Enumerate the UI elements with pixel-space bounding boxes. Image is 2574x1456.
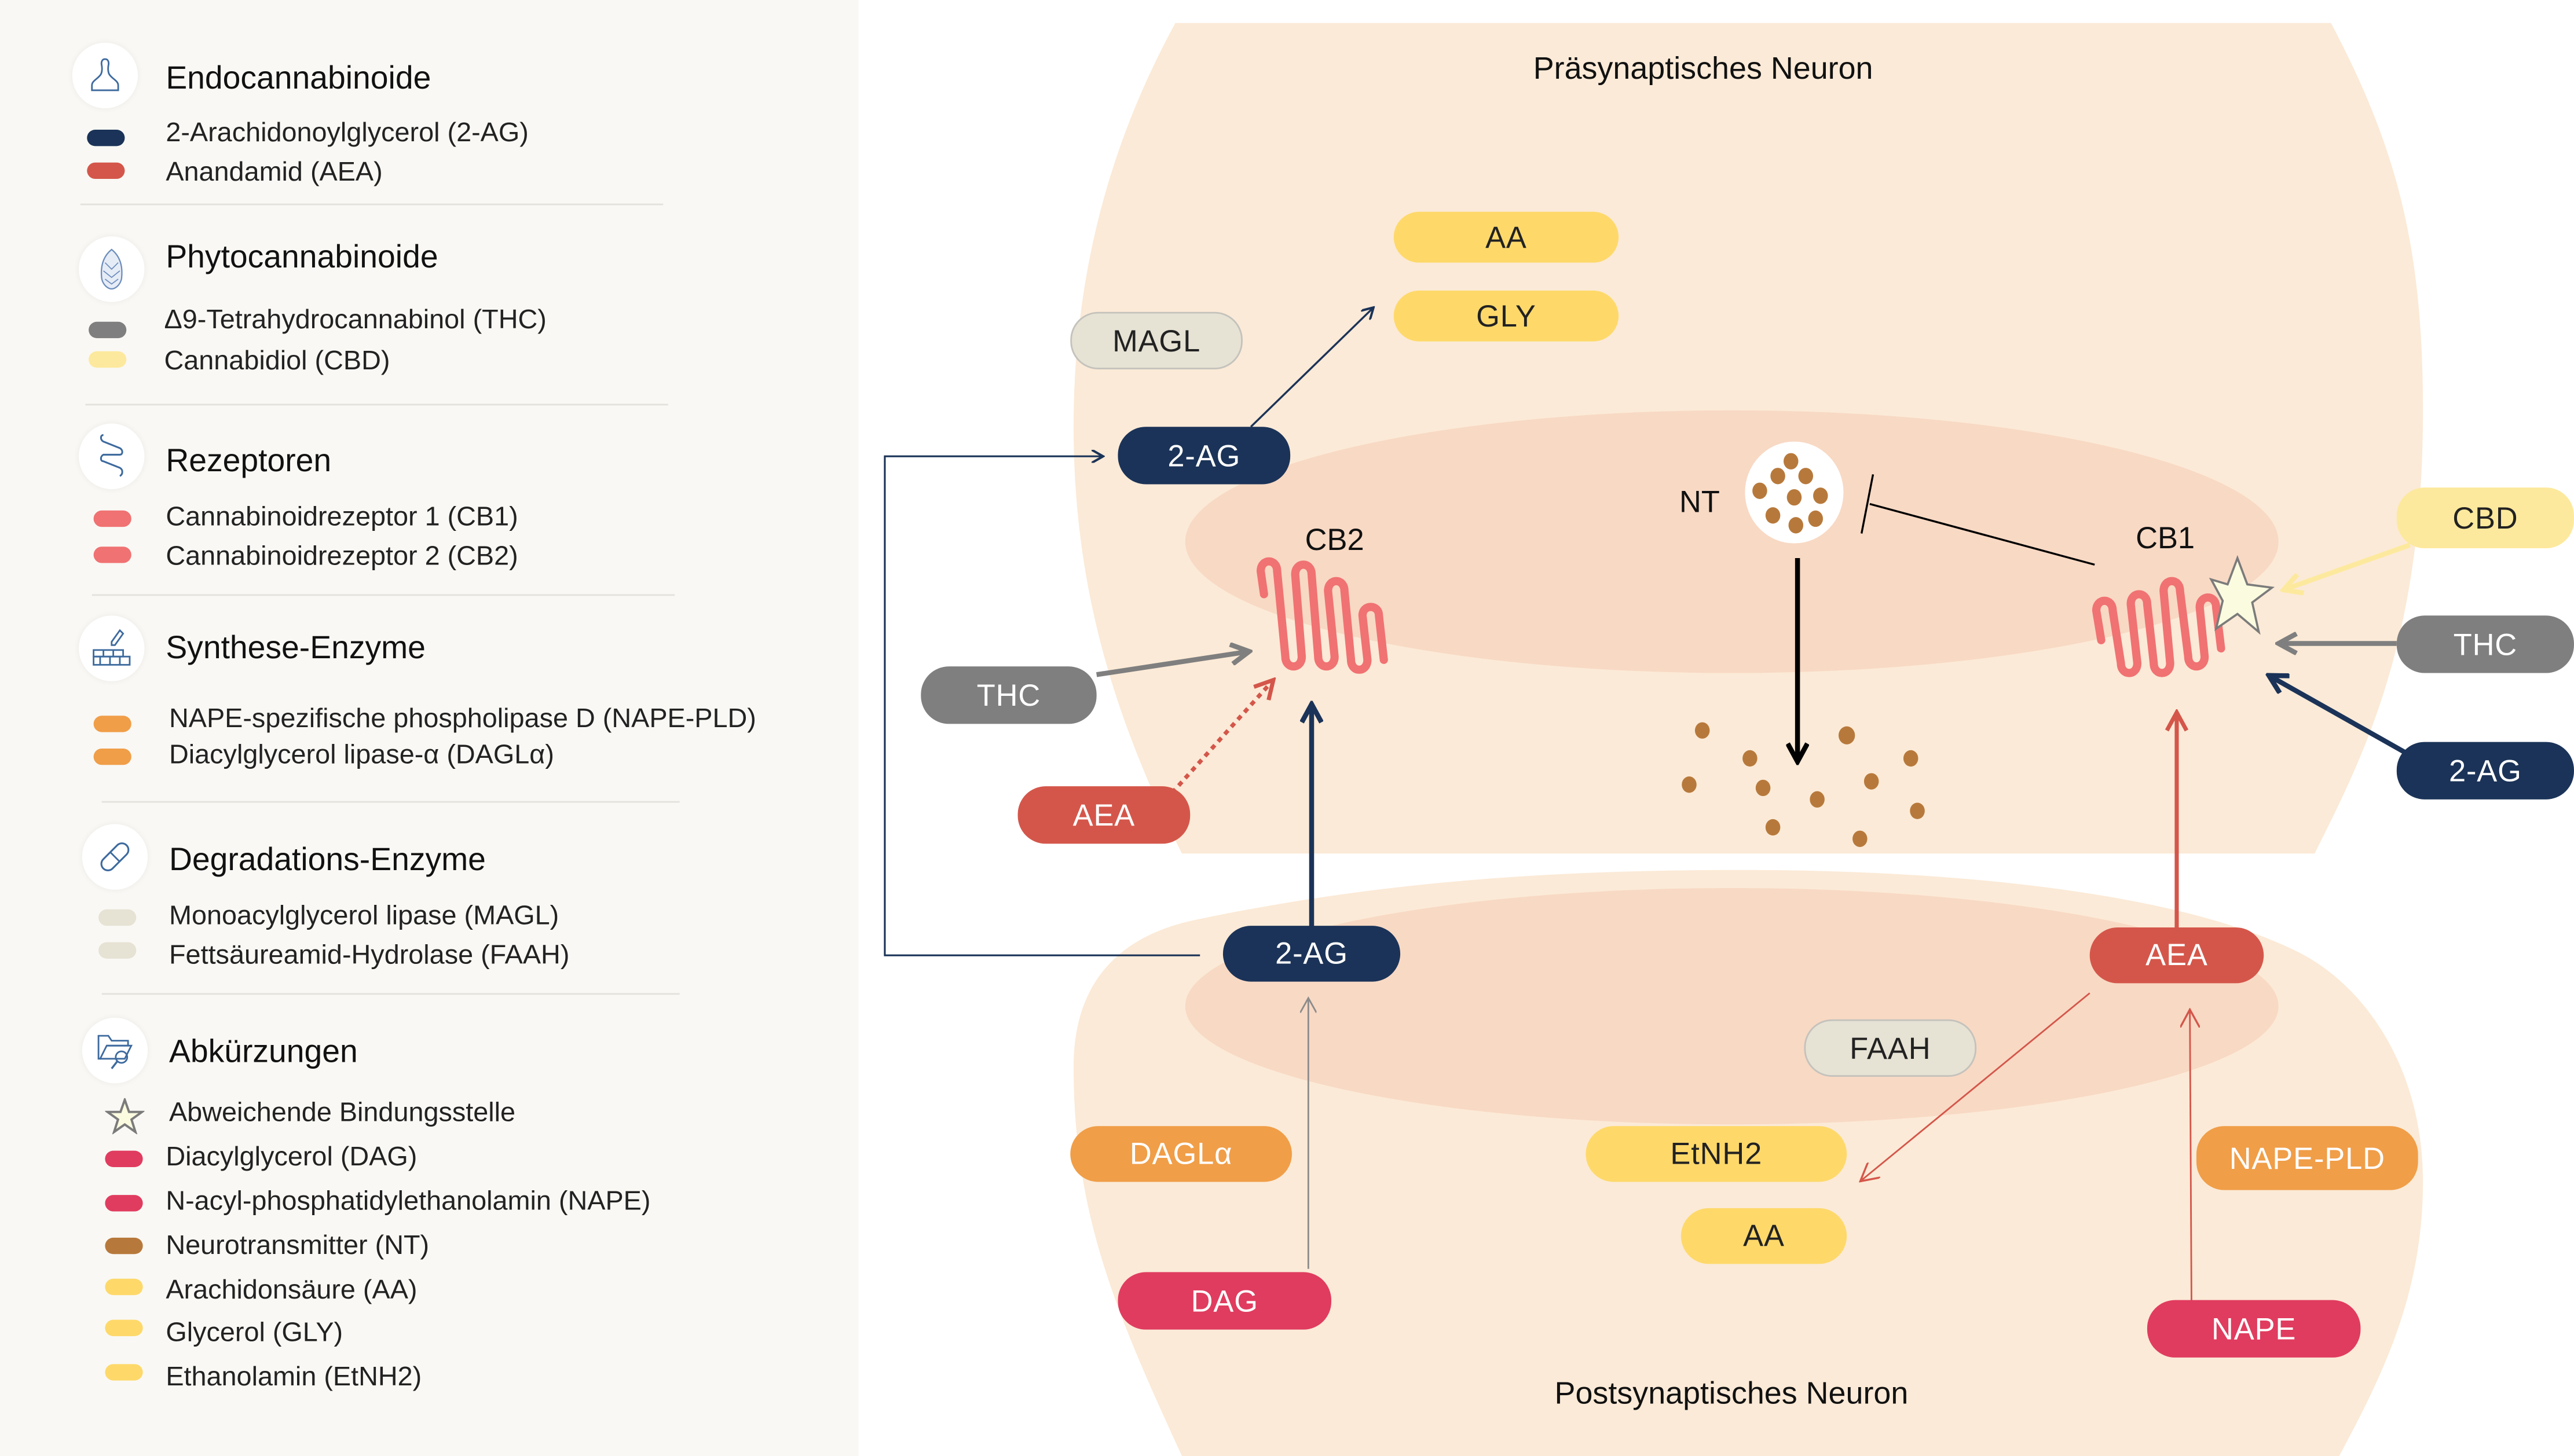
thc-left-pill[interactable]: THC: [921, 666, 1097, 724]
legend-divider: [101, 801, 680, 803]
legend-swatch-aea: [87, 162, 125, 179]
thc-right-pill[interactable]: THC: [2396, 615, 2574, 673]
legend-label: Neurotransmitter (NT): [166, 1231, 430, 1261]
legend-divider: [101, 993, 680, 995]
gly-pill[interactable]: GLY: [1393, 290, 1619, 342]
cannabis-bud-icon: [79, 236, 145, 302]
legend-swatch-magl: [98, 909, 137, 926]
legend-swatch-cbd: [89, 351, 127, 368]
retrograde-2ag-connector: [884, 456, 1200, 956]
presynaptic-neuron-title: Präsynaptisches Neuron: [1533, 52, 1873, 87]
arrow-thc-to-cb2: [1096, 652, 1248, 677]
legend-label: Glycerol (GLY): [166, 1318, 343, 1348]
aea-postsynaptic-pill[interactable]: AEA: [2089, 927, 2264, 984]
legend-sidebar: Endocannabinoide 2-Arachidonoylglycerol …: [0, 0, 859, 1456]
2ag-postsynaptic-pill[interactable]: 2-AG: [1222, 926, 1401, 982]
arrow-aea-to-etnh2: [1862, 992, 2090, 1180]
legend-swatch-gly: [105, 1319, 143, 1337]
legend-swatch-etnh2: [105, 1364, 143, 1381]
magl-pill[interactable]: MAGL: [1070, 311, 1243, 369]
aa-pill[interactable]: AA: [1393, 211, 1619, 263]
aa-bottom-pill[interactable]: AA: [1680, 1208, 1847, 1264]
legend-swatch-nape: [105, 1195, 143, 1212]
legend-section-title: Degradations-Enzyme: [169, 842, 486, 878]
legend-label: Ethanolamin (EtNH2): [166, 1362, 422, 1392]
legend-label: Arachidonsäure (AA): [166, 1275, 418, 1305]
legend-swatch-faah: [98, 942, 137, 959]
vesicle-nt-dots: [1752, 453, 1828, 534]
legend-label: Δ9-Tetrahydrocannabinol (THC): [164, 305, 547, 335]
2ag-presynaptic-pill[interactable]: 2-AG: [1118, 427, 1291, 485]
etnh2-pill[interactable]: EtNH2: [1586, 1126, 1847, 1182]
cb1-receptor: [2092, 577, 2225, 677]
folder-search-icon: [82, 1017, 148, 1084]
dagl-alpha-pill[interactable]: DAGLα: [1070, 1126, 1292, 1182]
presynaptic-membrane: [1185, 410, 2279, 673]
inhibition-bar: [1860, 474, 1874, 534]
legend-label: NAPE-spezifische phospholipase D (NAPE-P…: [169, 704, 756, 734]
legend-divider: [85, 404, 668, 406]
released-nt-dots: [1682, 722, 1925, 848]
legend-label: N-acyl-phosphatidylethanolamin (NAPE): [166, 1186, 651, 1217]
legend-label: Cannabinoidrezeptor 2 (CB2): [166, 541, 518, 571]
arrow-2ag-to-gly: [1250, 309, 1372, 428]
trowel-bricks-icon: [79, 615, 145, 681]
legend-section-title: Rezeptoren: [166, 443, 332, 479]
arrow-nape-to-aea: [2190, 1011, 2192, 1302]
pill-capsule-icon: [82, 824, 148, 890]
legend-label: 2-Arachidonoylglycerol (2-AG): [166, 118, 529, 148]
legend-divider: [80, 203, 664, 206]
dag-pill[interactable]: DAG: [1118, 1272, 1332, 1330]
legend-label: Fettsäureamid-Hydrolase (FAAH): [169, 940, 570, 970]
legend-label: Diacylglycerol lipase-α (DAGLα): [169, 740, 554, 770]
legend-label: Cannabidiol (CBD): [164, 346, 390, 376]
legend-swatch-nape-pld: [93, 716, 131, 732]
nt-label: NT: [1679, 484, 1720, 519]
legend-section-title: Synthese-Enzyme: [166, 630, 426, 667]
cb2-label: CB2: [1305, 522, 1364, 557]
aea-left-pill[interactable]: AEA: [1017, 786, 1191, 844]
receptor-coil-icon: [79, 423, 145, 489]
legend-swatch-cb2: [93, 547, 131, 563]
legend-swatch-cb1: [93, 510, 131, 527]
legend-label: Diacylglycerol (DAG): [166, 1142, 418, 1172]
legend-swatch-dagl: [93, 748, 131, 765]
arrow-cbd-to-cb1: [2285, 542, 2411, 589]
cb1-label: CB1: [2136, 520, 2195, 555]
person-silhouette-icon: [72, 42, 138, 109]
legend-swatch-2ag: [87, 129, 125, 146]
faah-pill[interactable]: FAAH: [1804, 1019, 1977, 1077]
star-icon: [105, 1098, 145, 1135]
legend-section-title: Abkürzungen: [169, 1034, 358, 1070]
postsynaptic-membrane: [1185, 887, 2279, 1125]
legend-label: Abweichende Bindungsstelle: [169, 1098, 516, 1128]
legend-swatch-nt: [105, 1237, 143, 1255]
nape-pill[interactable]: NAPE: [2147, 1300, 2361, 1358]
synapse-diagram: Präsynaptisches Neuron Postsynaptisches …: [859, 0, 2574, 1456]
arrow-2ag-to-cb1: [2271, 676, 2411, 757]
inhibition-cb1-nt: [1869, 503, 2095, 566]
nape-pld-pill[interactable]: NAPE-PLD: [2196, 1126, 2418, 1190]
legend-divider: [91, 594, 675, 596]
postsynaptic-neuron-title: Postsynaptisches Neuron: [1554, 1377, 1909, 1412]
legend-section-title: Phytocannabinoide: [166, 239, 438, 276]
legend-section-title: Endocannabinoide: [166, 60, 431, 97]
legend-label: Monoacylglycerol lipase (MAGL): [169, 901, 559, 931]
legend-swatch-thc: [89, 321, 127, 339]
legend-label: Anandamid (AEA): [166, 157, 383, 188]
legend-swatch-aa: [105, 1278, 143, 1296]
cbd-right-pill[interactable]: CBD: [2396, 487, 2574, 549]
legend-label: Cannabinoidrezeptor 1 (CB1): [166, 502, 518, 532]
deviating-binding-site-star: [2209, 555, 2275, 635]
2ag-right-pill[interactable]: 2-AG: [2396, 742, 2574, 799]
legend-swatch-dag: [105, 1150, 143, 1167]
cb2-receptor: [1257, 557, 1388, 674]
